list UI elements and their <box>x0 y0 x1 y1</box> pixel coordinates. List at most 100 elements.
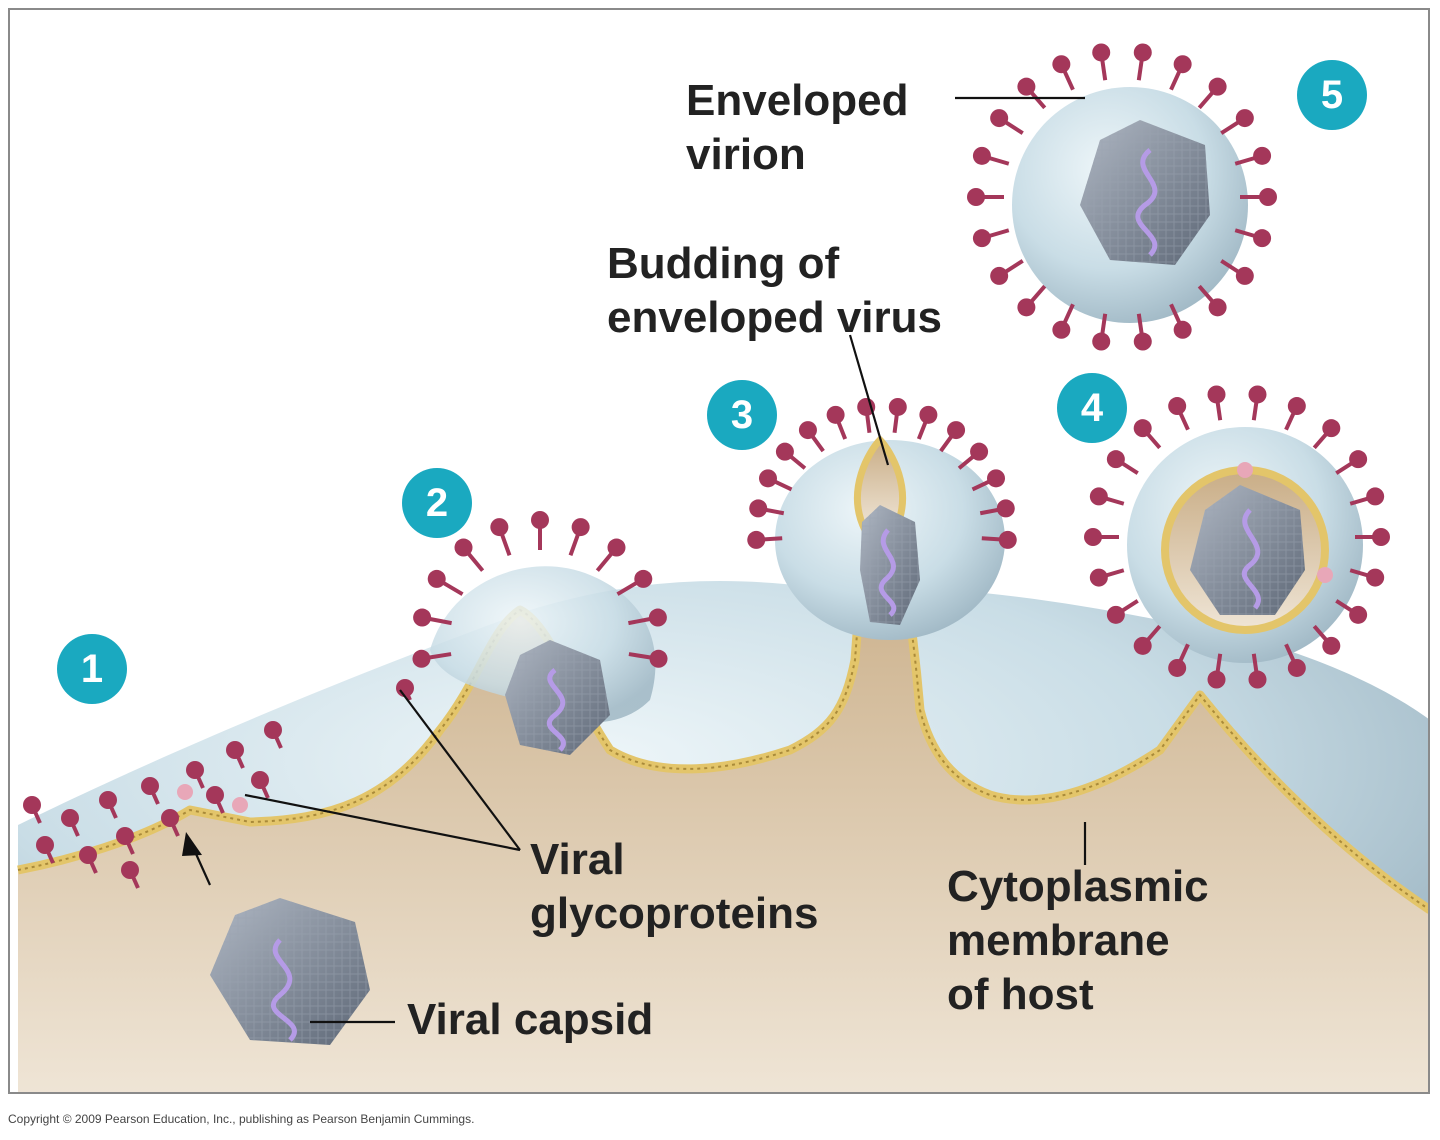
glycoprotein-head <box>1092 332 1111 351</box>
glycoprotein-head <box>116 827 134 845</box>
glycoprotein-head <box>1017 298 1036 317</box>
bud-2-capsid <box>505 640 610 755</box>
glycoprotein-head <box>947 421 966 440</box>
glycoprotein-head <box>412 649 431 668</box>
glycoprotein-head <box>1084 528 1102 546</box>
glycoprotein-head <box>987 469 1006 488</box>
glycoprotein-head <box>1287 658 1306 677</box>
glycoprotein-head <box>490 518 509 537</box>
step-badge-4: 4 <box>1057 373 1127 443</box>
label-budding: Budding of enveloped virus <box>607 239 943 342</box>
label-cytoplasmic-membrane: Cytoplasmic membrane of host <box>947 862 1209 1019</box>
glycoprotein-head <box>206 786 224 804</box>
glycoprotein-head <box>79 846 97 864</box>
glycoprotein-head <box>1106 450 1125 469</box>
glycoprotein-head <box>1133 43 1152 62</box>
glycoprotein-head <box>531 511 549 529</box>
glycoprotein-head <box>1173 320 1192 339</box>
glycoprotein-head <box>413 608 432 627</box>
glycoprotein-head <box>634 569 653 588</box>
bud-4-capsid <box>1190 485 1305 615</box>
glycoprotein-head <box>1349 605 1368 624</box>
glycoprotein-head <box>747 530 766 549</box>
glycoprotein-head <box>36 836 54 854</box>
glycoprotein-head <box>607 538 626 557</box>
membrane-glycoprotein <box>1237 462 1253 478</box>
glycoprotein-head <box>1349 450 1368 469</box>
glycoprotein-head <box>998 530 1017 549</box>
glycoprotein-head <box>1089 487 1108 506</box>
leader-glycoprotein-a <box>399 689 521 851</box>
glycoprotein-head <box>749 499 768 518</box>
glycoprotein-head <box>990 266 1009 285</box>
viral-glycoprotein-spikes <box>23 43 1390 889</box>
glycoprotein-head <box>141 777 159 795</box>
glycoprotein-head <box>186 761 204 779</box>
glycoprotein-head <box>1017 77 1036 96</box>
glycoprotein-head <box>1168 658 1187 677</box>
glycoprotein-head <box>1133 419 1152 438</box>
bud-3-capsid <box>860 505 920 625</box>
glycoprotein-head <box>121 861 139 879</box>
glycoprotein-head <box>226 741 244 759</box>
glycoprotein-head <box>61 809 79 827</box>
free-capsid <box>210 898 370 1045</box>
glycoprotein-head <box>161 809 179 827</box>
membrane-glycoprotein <box>232 797 248 813</box>
leader-budding <box>848 334 890 466</box>
glycoprotein-head <box>648 608 667 627</box>
glycoprotein-head <box>571 518 590 537</box>
glycoprotein-head <box>99 791 117 809</box>
glycoprotein-head <box>1089 568 1108 587</box>
glycoprotein-head <box>1372 528 1390 546</box>
label-enveloped-virion: Enveloped virion <box>686 76 909 179</box>
glycoprotein-head <box>1253 146 1272 165</box>
glycoprotein-head <box>758 469 777 488</box>
glycoprotein-head <box>1366 568 1385 587</box>
step-badge-1: 1 <box>57 634 127 704</box>
glycoprotein-head <box>888 397 907 416</box>
virion-5-capsid <box>1080 120 1210 265</box>
diagram-frame: 1 2 3 4 5 Enveloped virion Budding of en… <box>8 8 1430 1094</box>
glycoprotein-head <box>1208 77 1227 96</box>
glycoprotein-head <box>396 679 414 697</box>
glycoprotein-head <box>1259 188 1277 206</box>
glycoprotein-head <box>23 796 41 814</box>
leader-glycoprotein-b <box>244 793 521 852</box>
glycoprotein-head <box>970 442 989 461</box>
glycoprotein-head <box>1106 605 1125 624</box>
glycoprotein-head <box>1133 636 1152 655</box>
glycoprotein-head <box>990 109 1009 128</box>
glycoprotein-head <box>1248 670 1267 689</box>
glycoprotein-head <box>1092 43 1111 62</box>
glycoprotein-head <box>1253 229 1272 248</box>
glycoprotein-head <box>1168 397 1187 416</box>
glycoprotein-head <box>649 649 668 668</box>
glycoprotein-head <box>1322 419 1341 438</box>
host-cytoplasm <box>18 530 1428 1092</box>
glycoprotein-head <box>1322 636 1341 655</box>
glycoprotein-head <box>1133 332 1152 351</box>
glycoprotein-head <box>427 569 446 588</box>
step-badge-5: 5 <box>1297 60 1367 130</box>
glycoprotein-head <box>1366 487 1385 506</box>
glycoprotein-head <box>1052 320 1071 339</box>
glycoprotein-head <box>264 721 282 739</box>
copyright-notice: Copyright © 2009 Pearson Education, Inc.… <box>8 1112 475 1126</box>
glycoprotein-head <box>972 229 991 248</box>
glycoprotein-head <box>919 405 938 424</box>
glycoprotein-head <box>1235 109 1254 128</box>
label-viral-capsid: Viral capsid <box>407 995 654 1044</box>
membrane-glycoprotein <box>1317 567 1333 583</box>
glycoprotein-head <box>454 538 473 557</box>
glycoprotein-head <box>798 421 817 440</box>
glycoprotein-head <box>775 442 794 461</box>
step-badge-3: 3 <box>707 380 777 450</box>
glycoprotein-head <box>1248 385 1267 404</box>
glycoprotein-head <box>967 188 985 206</box>
label-viral-glycoproteins: Viral glycoproteins <box>530 835 819 938</box>
glycoprotein-head <box>1052 55 1071 74</box>
glycoprotein-head <box>1207 670 1226 689</box>
virus-budding-illustration <box>17 43 1428 1092</box>
glycoprotein-head <box>972 146 991 165</box>
